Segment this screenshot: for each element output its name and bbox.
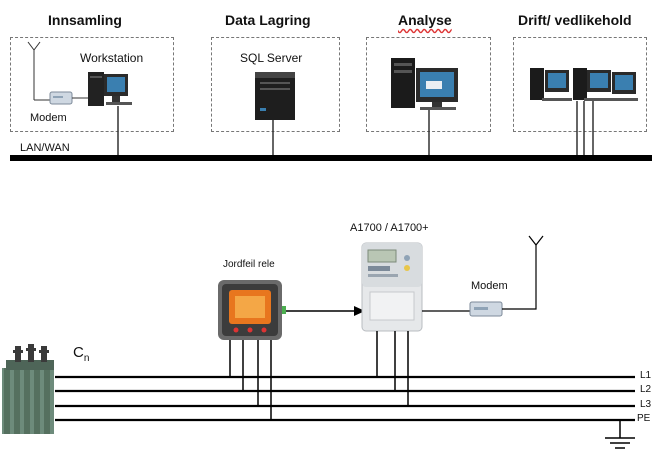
network-label: LAN/WAN xyxy=(20,142,70,154)
field-antenna-icon xyxy=(502,235,544,310)
earth-fault-relay-icon xyxy=(218,280,286,340)
lan-wan-bus xyxy=(10,155,652,161)
collection-box xyxy=(10,37,174,132)
transformer-label: Cn xyxy=(73,344,89,364)
electricity-meter-icon xyxy=(361,242,423,332)
modem-label: Modem xyxy=(30,112,67,124)
field-modem-icon xyxy=(469,301,503,317)
meter-connections xyxy=(376,331,409,406)
header-operations: Drift/ vedlikehold xyxy=(518,12,632,28)
conductor-label-l3: L3 xyxy=(640,399,652,410)
sql-server-label: SQL Server xyxy=(240,51,303,65)
transformer-label-sub: n xyxy=(83,353,90,364)
sql-server-icon xyxy=(255,72,295,120)
field-modem-label: Modem xyxy=(471,280,508,292)
conductor-label-l2: L2 xyxy=(640,384,652,395)
operations-box xyxy=(513,37,647,132)
header-analysis: Analyse xyxy=(398,12,452,28)
relay-to-meter-arrow xyxy=(286,306,365,316)
modem-icon xyxy=(49,91,73,105)
ground-icon xyxy=(605,420,635,449)
transformer-label-main: C xyxy=(73,344,84,361)
analysis-workstation-icon xyxy=(391,58,458,110)
header-collection: Innsamling xyxy=(48,12,122,28)
workstation-label: Workstation xyxy=(80,51,144,65)
conductor-label-l1: L1 xyxy=(640,370,652,381)
storage-box xyxy=(211,37,340,132)
conductor-label-pe: PE xyxy=(637,413,651,424)
workstation-icon xyxy=(88,72,132,106)
transformer-icon xyxy=(2,344,54,434)
operations-links xyxy=(576,101,594,155)
operations-workstations-icon xyxy=(530,68,638,101)
conductor-lines xyxy=(55,375,635,422)
relay-connections xyxy=(229,340,272,420)
meter-label: A1700 / A1700+ xyxy=(350,222,429,234)
antenna-icon xyxy=(27,41,50,101)
relay-label: Jordfeil rele xyxy=(223,259,275,270)
header-storage: Data Lagring xyxy=(225,12,311,28)
